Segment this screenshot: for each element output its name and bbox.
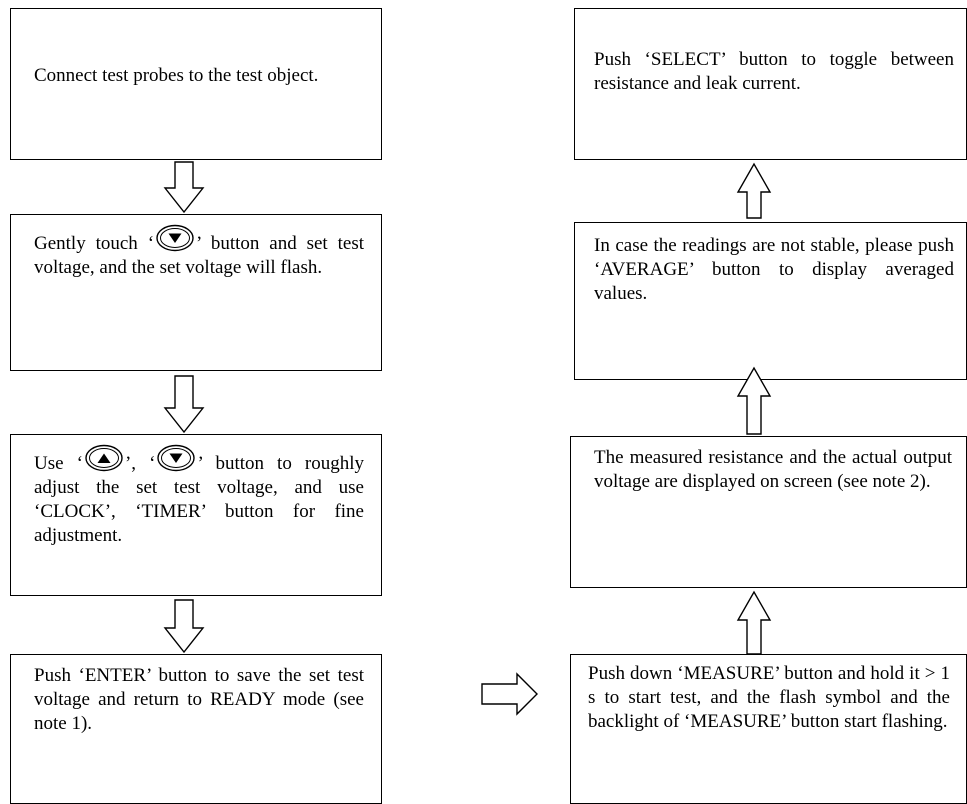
step-measure-text: Push down ‘MEASURE’ button and hold it >… [588, 663, 950, 732]
up-triangle-button-icon [85, 444, 123, 472]
arrow-down-3 [163, 599, 205, 654]
step-save-voltage-box [10, 654, 382, 804]
step-average-box [574, 222, 967, 380]
step-adjust-voltage-part1: Use [34, 453, 64, 474]
arrow-down-1 [163, 161, 205, 214]
arrow-down-2 [163, 375, 205, 434]
step-connect-probes-box [10, 8, 382, 160]
arrow-up-2 [736, 366, 772, 435]
step-select-toggle-text: Push ‘SELECT’ button to toggle between r… [594, 49, 954, 94]
step-connect-probes-text: Connect test probes to the test object. [34, 65, 319, 86]
arrow-up-3 [736, 162, 772, 219]
step-select-toggle-box [574, 8, 967, 160]
step-save-voltage-text: Push ‘ENTER’ button to save the set test… [34, 665, 364, 734]
step-readings-text: The measured resistance and the actual o… [594, 447, 952, 492]
step-set-voltage-box [10, 214, 382, 371]
step-set-voltage-part3: test voltage, and the set voltage will f… [34, 233, 364, 278]
step-average-text: In case the readings are not stable, ple… [594, 235, 954, 304]
arrow-right [481, 672, 538, 716]
arrow-up-1 [736, 590, 772, 655]
step-set-voltage-part2: button and set [210, 233, 328, 254]
step-set-voltage-text: Gently touch ‘’ button and set test volt… [34, 223, 364, 280]
down-triangle-button-icon [156, 224, 194, 252]
step-adjust-voltage-box [10, 434, 382, 596]
step-adjust-voltage-text: Use ‘’, ‘’ button to roughly adjust the … [34, 443, 364, 548]
step-adjust-voltage-part2: button to roughly adjust the set test vo… [34, 453, 365, 546]
step-measure-box [570, 654, 967, 804]
down-triangle-button-icon [157, 444, 196, 472]
step-set-voltage-part1: Gently touch [34, 233, 138, 254]
